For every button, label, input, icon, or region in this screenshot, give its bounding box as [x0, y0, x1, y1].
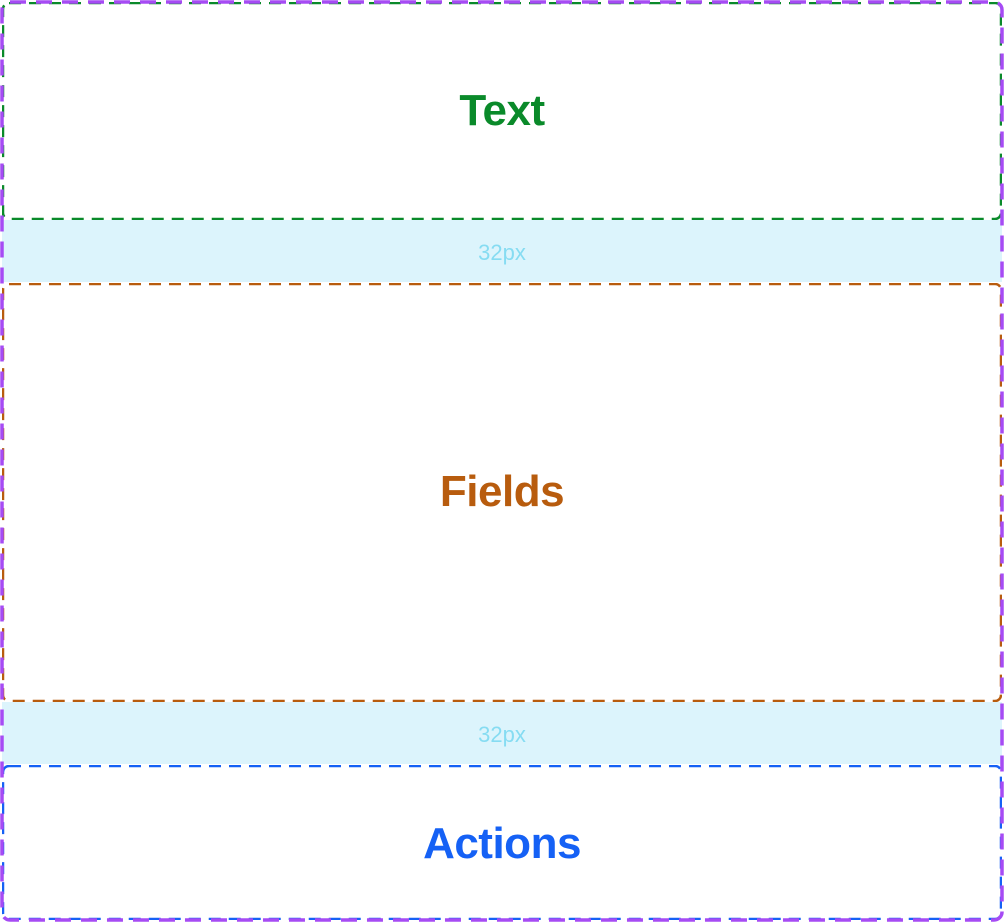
spacing-gap-label: 32px	[478, 722, 526, 747]
fields-region: Fields	[2, 283, 1002, 702]
spacing-gap-label: 32px	[478, 240, 526, 265]
text-region-label: Text	[459, 86, 545, 135]
spacing-gap-top: 32px	[2, 220, 1002, 282]
text-region-border	[2, 2, 1002, 220]
fields-region-label: Fields	[439, 467, 565, 516]
spacing-gap-bottom: 32px	[2, 702, 1002, 764]
actions-region-label: Actions	[423, 819, 581, 868]
fields-region-border	[2, 283, 1002, 702]
text-region: Text	[2, 2, 1002, 220]
